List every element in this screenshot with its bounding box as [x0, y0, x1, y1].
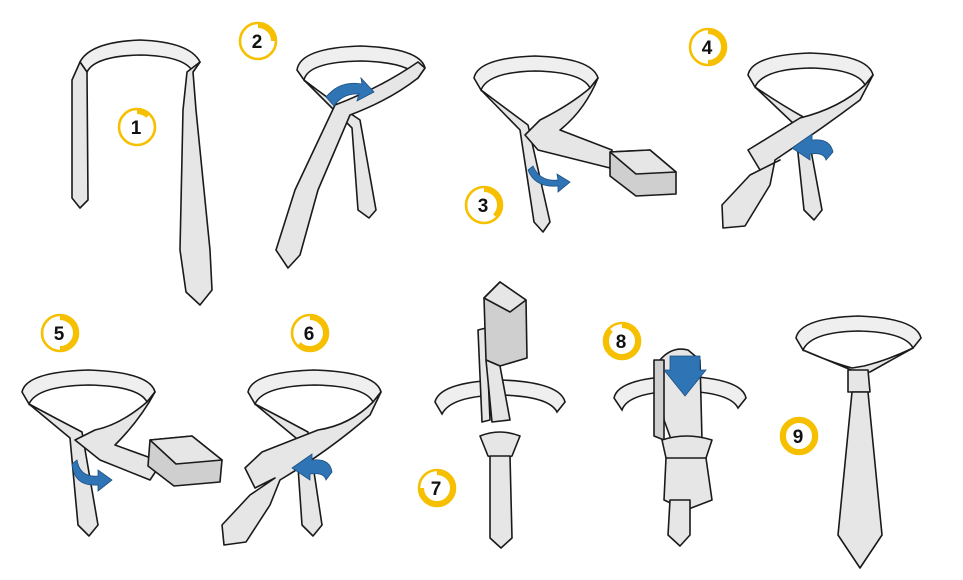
rotation-arrow-icon	[325, 76, 375, 107]
step-number: 7	[431, 479, 442, 500]
step-1-illustration	[71, 39, 213, 306]
step-badge-2: 2	[238, 21, 278, 61]
step-badge-8: 8	[602, 321, 642, 361]
step-3-illustration	[473, 55, 677, 233]
rotation-arrow-icon	[791, 133, 834, 161]
step-8-illustration	[613, 348, 747, 547]
step-number: 1	[131, 118, 142, 139]
step-badge-9: 9	[779, 416, 819, 456]
progress-arc	[780, 417, 818, 455]
step-number: 8	[616, 332, 627, 353]
step-7-illustration	[434, 281, 566, 549]
step-badge-1: 1	[117, 107, 157, 147]
progress-arc	[603, 322, 641, 360]
step-badge-5: 5	[40, 313, 80, 353]
step-badge-3: 3	[464, 185, 504, 225]
progress-arc	[136, 108, 151, 118]
progress-arc	[296, 314, 329, 352]
step-badge-4: 4	[688, 27, 728, 67]
step-badges: 1 2 3 4 5 6 7 8 9	[40, 21, 819, 508]
step-number: 2	[252, 32, 263, 53]
progress-arc	[257, 22, 277, 42]
step-5-illustration	[21, 369, 223, 537]
step-badge-7: 7	[417, 468, 457, 508]
step-4-illustration	[721, 52, 874, 229]
step-number: 4	[702, 38, 713, 59]
progress-arc	[707, 28, 727, 66]
step-2-illustration	[275, 45, 426, 269]
rotation-arrow-icon	[663, 355, 707, 397]
step-number: 6	[304, 324, 315, 345]
rotation-arrow-icon	[291, 453, 333, 481]
step-6-illustration	[221, 369, 382, 546]
step-badge-6: 6	[290, 313, 330, 353]
rotation-arrow-icon	[71, 459, 113, 492]
progress-arc	[483, 186, 503, 219]
rotation-arrow-icon	[527, 165, 571, 193]
step-number: 5	[54, 324, 65, 345]
step-number: 9	[793, 427, 804, 448]
step-9-illustration	[795, 315, 922, 569]
progress-arc	[418, 469, 456, 507]
step-number: 3	[478, 196, 489, 217]
progress-arc	[59, 314, 79, 352]
